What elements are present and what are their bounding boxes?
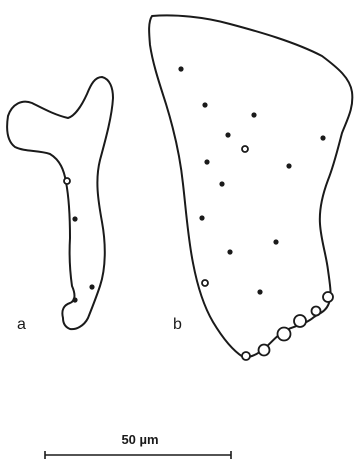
particle-b-outline (149, 15, 352, 357)
particle-a-outline (7, 77, 113, 329)
particle-b-dot (257, 289, 262, 294)
particle-a-open-mark (64, 178, 70, 184)
particle-b-dot (320, 135, 325, 140)
particle-b-dot (273, 239, 278, 244)
panel-label-a: a (17, 316, 26, 333)
particle-b-open-mark (202, 280, 208, 286)
particle-a-dot (72, 297, 77, 302)
panel-label-b: b (173, 316, 182, 333)
particle-b-dot (202, 102, 207, 107)
particle-b-dot (225, 132, 230, 137)
scale-bar-label: 50 µm (121, 432, 158, 447)
particle-b-dot (251, 112, 256, 117)
particle-b-edge-inclusion (294, 315, 306, 327)
particle-a-dot (89, 284, 94, 289)
particle-b-dot (219, 181, 224, 186)
particle-b-edge-inclusion (259, 345, 270, 356)
particle-b-dot (286, 163, 291, 168)
particle-a (7, 77, 113, 329)
particle-b-dot (227, 249, 232, 254)
particle-b-dot (199, 215, 204, 220)
particle-b-open-mark (242, 146, 248, 152)
particle-a-dot (72, 216, 77, 221)
particle-b-edge-inclusion (323, 292, 333, 302)
particle-b-dot (178, 66, 183, 71)
particle-b-edge-inclusion (278, 328, 291, 341)
particle-b-dot (204, 159, 209, 164)
particle-b (149, 15, 352, 360)
scale-bar: 50 µm (45, 432, 231, 459)
particle-b-edge-inclusion (242, 352, 250, 360)
particle-b-edge-inclusion (312, 307, 321, 316)
